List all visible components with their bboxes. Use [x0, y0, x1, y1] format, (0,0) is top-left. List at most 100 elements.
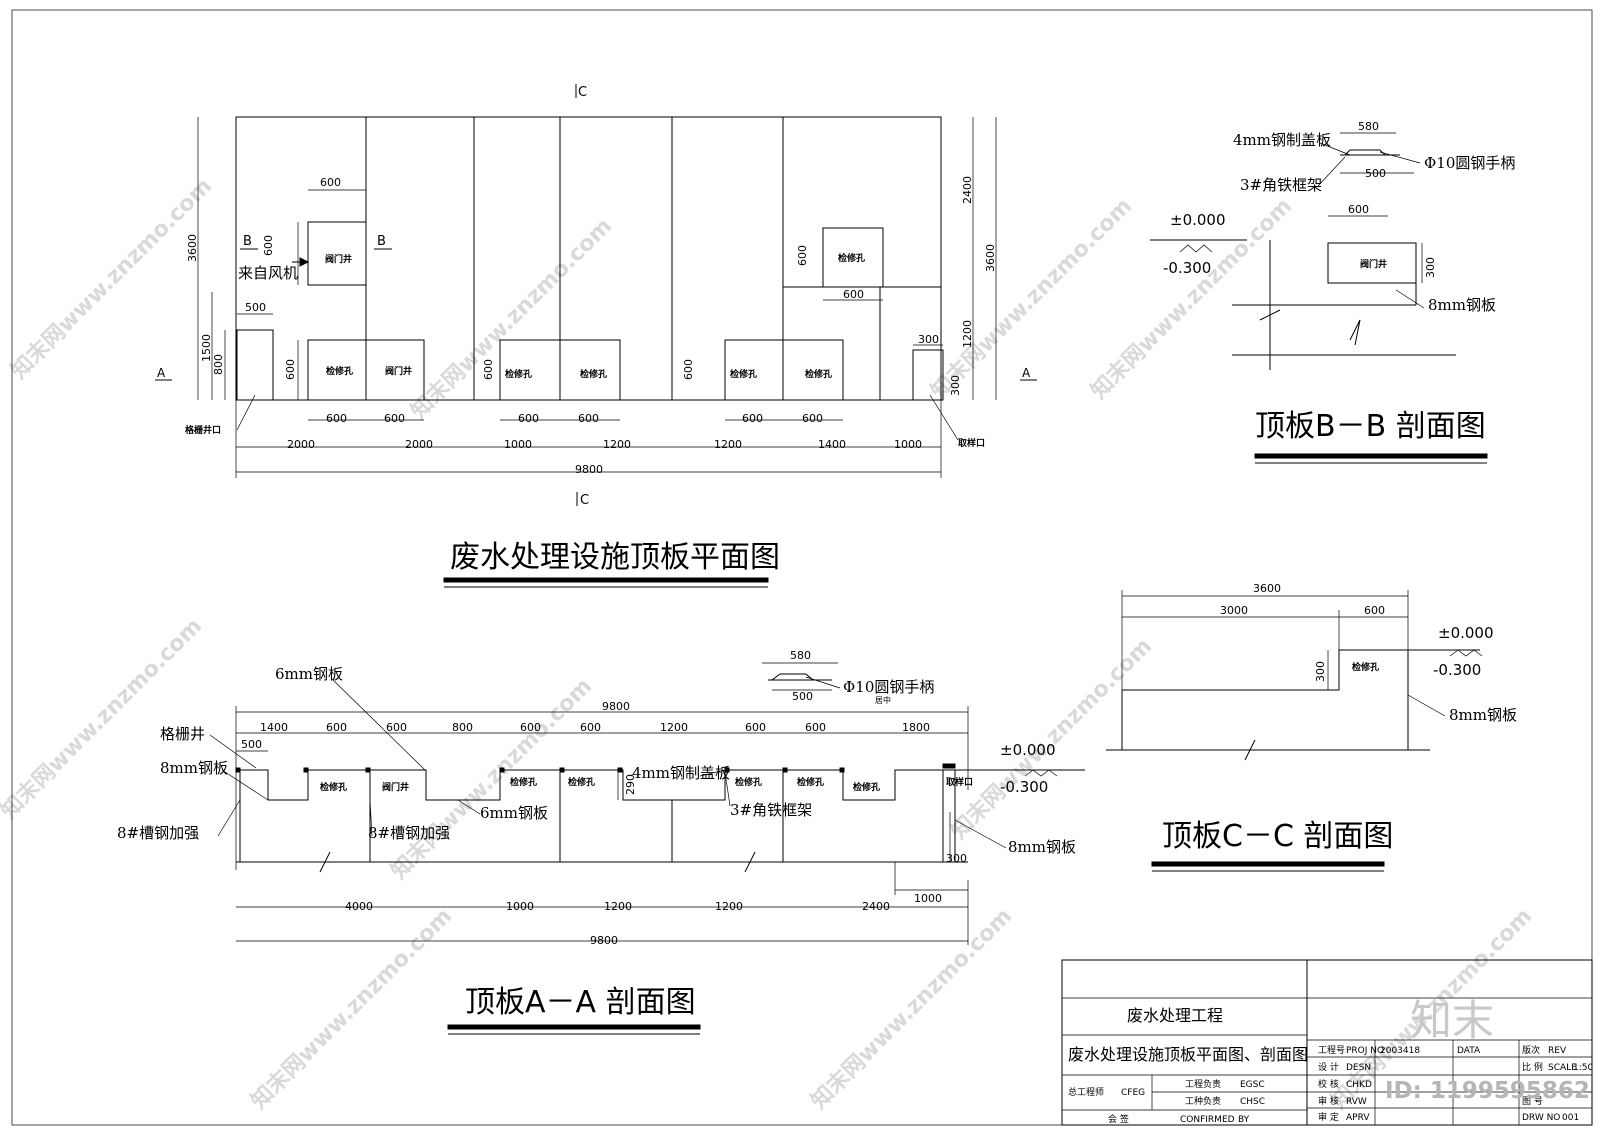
label-manhole: 检修孔 — [326, 365, 353, 377]
dim-text: 4000 — [345, 900, 373, 913]
dim-text: 600 — [1348, 203, 1369, 216]
note-frame: 3#角铁框架 — [1240, 176, 1322, 194]
watermark-text: 知末网www.znzmo.com — [406, 213, 617, 424]
dim-text: 3600 — [984, 244, 997, 272]
title-block: 废水处理工程 废水处理设施顶板平面图、剖面图 工程号 PROJ NO 20034… — [1061, 959, 1593, 1126]
note-plate: 8mm钢板 — [1428, 296, 1496, 314]
dim-text: 600 — [520, 721, 541, 734]
note-channel: 8#槽钢加强 — [117, 824, 199, 842]
note-handle-center: 居中 — [875, 695, 891, 705]
dim-text: 2000 — [405, 438, 433, 451]
label-valve-well: 阀门井 — [382, 781, 409, 793]
dim-text: 1000 — [914, 892, 942, 905]
note-plate8: 8mm钢板 — [160, 759, 228, 777]
dim-text: 800 — [452, 721, 473, 734]
section-mark-a: A — [1022, 366, 1031, 380]
dim-text: 1800 — [902, 721, 930, 734]
dim-text: 300 — [949, 375, 962, 396]
label-sampling-port: 取样口 — [958, 437, 985, 449]
dim-text: 9800 — [575, 463, 603, 476]
dim-text: 1400 — [818, 438, 846, 451]
dim-text: 3600 — [1253, 582, 1281, 595]
valve-well-b — [307, 221, 367, 286]
tb-text: 图 号 — [1522, 1096, 1543, 1107]
dim-text: 500 — [241, 738, 262, 751]
label-manhole: 检修孔 — [805, 368, 832, 380]
sheet-border — [11, 9, 1593, 1126]
tb-text: 设 计 — [1318, 1061, 1339, 1073]
dim-text: 290 — [624, 774, 637, 795]
dim-text: 600 — [326, 412, 347, 425]
dim-text: 600 — [320, 176, 341, 189]
tb-text: 比 例 — [1522, 1061, 1543, 1073]
tb-text: 2003418 — [1380, 1046, 1420, 1056]
dim-text: 300 — [918, 333, 939, 346]
dim-text: 600 — [284, 359, 297, 380]
dim-text: 600 — [742, 412, 763, 425]
tb-text: DATA — [1457, 1046, 1481, 1056]
note-grid-well: 格栅井 — [160, 725, 205, 743]
dim-text: 600 — [1364, 604, 1385, 617]
section-mark-c: C — [578, 85, 587, 100]
dim-text: 800 — [212, 354, 225, 375]
label-manhole: 检修孔 — [838, 252, 865, 264]
dim-text: 600 — [262, 235, 275, 256]
note-plate6: 6mm钢板 — [480, 804, 548, 822]
dim-text: 600 — [805, 721, 826, 734]
dim-text: 1200 — [604, 900, 632, 913]
tb-text: REV — [1548, 1046, 1567, 1056]
note-frame: 3#角铁框架 — [730, 801, 812, 819]
section-aa: 9800 1400 600 600 800 600 600 1200 600 6… — [117, 649, 1085, 1035]
label-sampling-port: 取样口 — [946, 776, 973, 788]
label-manhole: 检修孔 — [568, 776, 595, 788]
elev-top: ±0.000 — [1170, 211, 1226, 229]
label-from-blower: 来自风机 — [238, 264, 298, 282]
label-manhole: 检修孔 — [730, 368, 757, 380]
tb-project: 废水处理工程 — [1127, 1006, 1223, 1025]
dim-text: 600 — [580, 721, 601, 734]
dim-text: 1000 — [506, 900, 534, 913]
dim-text: 600 — [326, 721, 347, 734]
label-valve-well: 阀门井 — [1360, 258, 1387, 270]
dim-text: 3600 — [186, 234, 199, 262]
grid-well-port — [236, 329, 274, 401]
section-cc-title: 顶板C－C 剖面图 — [1162, 819, 1393, 854]
label-manhole: 检修孔 — [853, 781, 880, 793]
dim-text: 1500 — [200, 334, 213, 362]
tb-text: CHSC — [1240, 1097, 1265, 1107]
dim-text: 600 — [843, 288, 864, 301]
dim-text: 1000 — [894, 438, 922, 451]
watermark-id: ID: 1199595862 — [1385, 1078, 1590, 1104]
watermark-layer: 知末网www.znzmo.com 知末网www.znzmo.com 知末网www… — [0, 173, 1537, 1114]
tb-text: PROJ NO — [1346, 1046, 1384, 1056]
section-bb-title: 顶板B－B 剖面图 — [1255, 409, 1486, 444]
dim-text: 600 — [518, 412, 539, 425]
plan-view: 阀门井 检修孔 阀门井 检修孔 检修孔 检修孔 检修孔 检修孔 来自风机 格栅井… — [155, 84, 1037, 588]
tb-text: DRW NO — [1522, 1113, 1560, 1123]
dim-text: 580 — [1358, 120, 1379, 133]
elev-bottom: -0.300 — [1000, 778, 1048, 796]
section-mark-b: B — [243, 234, 252, 249]
tb-text: 1:50 — [1573, 1063, 1593, 1073]
tb-text: 工程负责 — [1185, 1078, 1221, 1090]
dim-text: 1000 — [504, 438, 532, 451]
tb-text: APRV — [1346, 1113, 1370, 1123]
watermark-text: 知末网www.znzmo.com — [0, 613, 207, 824]
tb-text: RVW — [1346, 1097, 1367, 1107]
label-grid-well-port: 格栅井口 — [185, 424, 221, 436]
watermark-text: 知末网www.znzmo.com — [6, 173, 217, 384]
dim-text: 1200 — [714, 438, 742, 451]
elev-bottom: -0.300 — [1433, 661, 1481, 679]
note-cover: 4mm钢制盖板 — [1233, 131, 1331, 149]
note-handle: Φ10圆钢手柄 — [1424, 154, 1515, 172]
dim-text: 1200 — [660, 721, 688, 734]
note-plate6: 6mm钢板 — [275, 665, 343, 683]
tb-text: 总工程师 — [1068, 1086, 1104, 1098]
label-manhole: 检修孔 — [320, 781, 347, 793]
dim-text: 3000 — [1220, 604, 1248, 617]
tb-text: 校 核 — [1318, 1078, 1339, 1090]
tb-text: 工种负责 — [1185, 1095, 1221, 1107]
elev-top: ±0.000 — [1000, 741, 1056, 759]
sampling-port — [912, 349, 944, 401]
